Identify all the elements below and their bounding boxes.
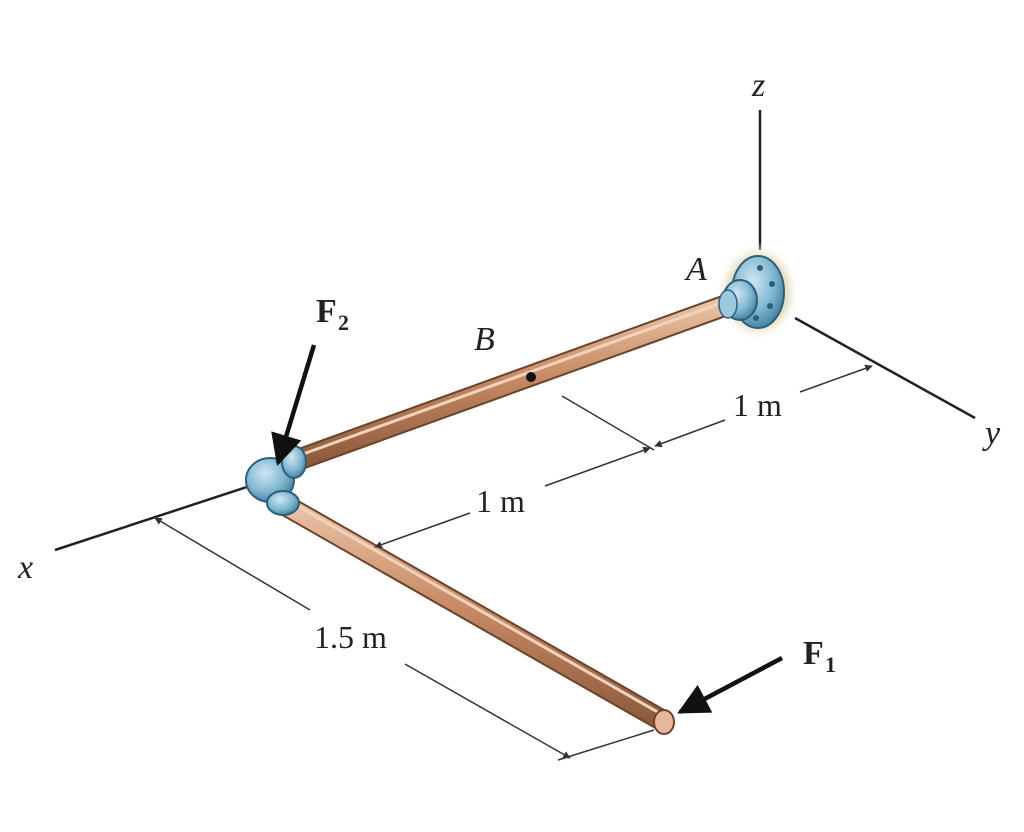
- pipe-segment-elbow-end-highlight: [288, 499, 669, 720]
- z-axis-label: z: [751, 67, 765, 104]
- flange-bolt: [757, 265, 763, 271]
- force-f1-subscript: 1: [825, 652, 836, 677]
- force-f2-arrow: [271, 344, 317, 467]
- point-b-label: B: [474, 321, 495, 358]
- x-axis-line: [54, 480, 263, 552]
- force-f2-subscript: 2: [338, 310, 349, 335]
- y-axis-label: y: [982, 415, 1001, 452]
- dim-line-1m-middle-left: [374, 512, 471, 549]
- dim-line-1-5m-upper: [154, 517, 311, 611]
- flange-bolt: [767, 303, 773, 309]
- dim-extension-b: [561, 395, 655, 451]
- pipe-segment-elbow-end-body: [280, 497, 670, 730]
- dim-line-1m-middle-right: [544, 446, 651, 487]
- force-f1-label: F 1: [803, 635, 836, 677]
- elbow-collar-upper: [281, 445, 307, 479]
- force-f1-symbol: F: [803, 635, 824, 672]
- point-a-label: A: [684, 251, 707, 288]
- elbow-collar-lower: [266, 490, 300, 516]
- dim-line-1m-upper-right: [799, 364, 873, 393]
- dim-line-1m-upper-left: [654, 419, 726, 448]
- x-axis-label: x: [17, 549, 33, 586]
- force-f2-symbol: F: [316, 293, 337, 330]
- coupling-a-face: [718, 289, 738, 319]
- pipe-end-cap: [653, 709, 675, 735]
- dimension-b-elbow-label: 1 m: [476, 483, 525, 519]
- flange-bolt: [753, 315, 759, 321]
- dim-extension-end: [557, 729, 655, 761]
- dimension-ab-label: 1 m: [733, 387, 782, 423]
- point-b-dot: [526, 372, 536, 382]
- flange-bolt: [769, 281, 775, 287]
- pipe-segment-ab-body: [288, 293, 739, 471]
- dim-line-1-5m-lower: [404, 663, 571, 759]
- pipe-segment-ab-highlight: [291, 296, 736, 460]
- y-axis-line: [794, 316, 976, 420]
- dimension-elbow-end-label: 1.5 m: [314, 619, 387, 655]
- force-f1-arrow: [677, 656, 784, 714]
- force-f2-label: F 2: [316, 293, 349, 335]
